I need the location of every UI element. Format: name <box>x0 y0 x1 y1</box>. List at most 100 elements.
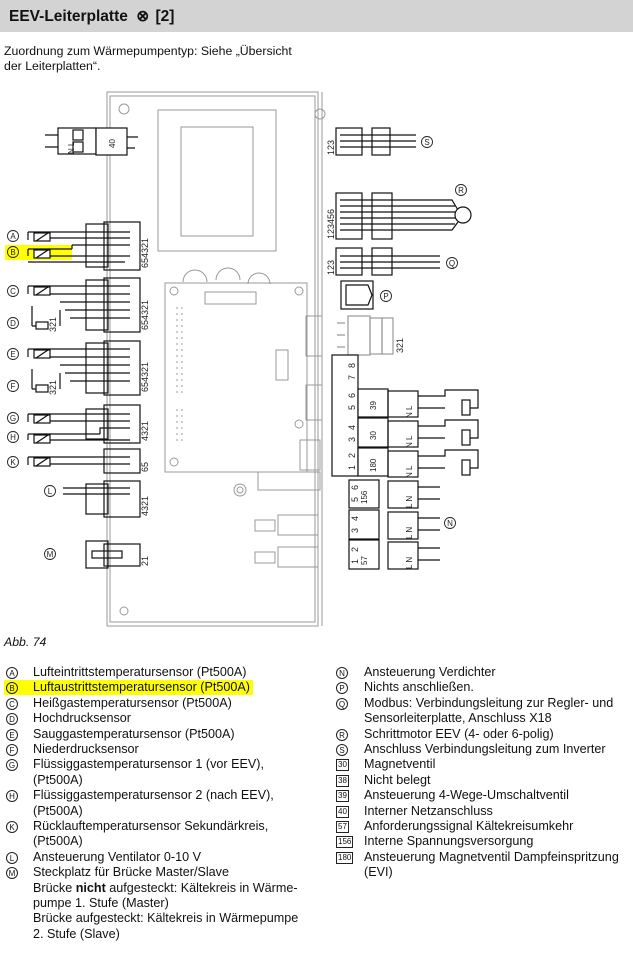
pcb-pad <box>181 427 183 429</box>
legend-marker-a: A <box>6 667 18 679</box>
pin-numbers-ef: 654321 <box>140 362 150 392</box>
legend-m-detail-line: Brücke nicht aufgesteckt: Kältekreis in … <box>33 881 298 896</box>
pin-numbers-sensor_d: 321 <box>48 317 58 332</box>
pcb-pad <box>176 385 178 387</box>
callout-label-n: N <box>447 519 453 528</box>
pcb-pad <box>176 415 178 417</box>
strip-pin-number: 6 <box>350 485 360 490</box>
legend-marker-n: N <box>336 667 348 679</box>
legend-m-detail-line: 2. Stufe (Slave) <box>33 926 120 941</box>
legend-item-text: Niederdrucksensor <box>33 742 139 756</box>
pcb-pad <box>176 439 178 441</box>
pcb-pad <box>176 409 178 411</box>
strip-pin-number: 8 <box>347 363 357 368</box>
pcb-pad <box>176 379 178 381</box>
legend-marker-l: L <box>6 851 18 864</box>
pcb-pad <box>181 331 183 333</box>
legend-item-text: Heißgastemperatursensor (Pt500A) <box>33 695 232 710</box>
legend-marker-f: F <box>6 744 18 756</box>
intro-line: Zuordnung zum Wärmepumpentyp: Siehe „Übe… <box>4 44 292 58</box>
legend-m-detail-line: pumpe 1. Stufe (Master) <box>33 896 169 910</box>
pcb-pad <box>181 361 183 363</box>
legend-marker-40: 40 <box>336 805 349 818</box>
pcb-pad <box>176 373 178 375</box>
pcb-pad <box>176 307 178 309</box>
callout-circle-p <box>380 290 392 302</box>
terminal-nl-label: N L <box>405 435 414 448</box>
callout-label-a: A <box>10 232 16 241</box>
terminal-id-156: 156 <box>360 490 369 504</box>
strip-pin-number: 1 <box>350 559 360 564</box>
title-ref: [2] <box>155 8 175 25</box>
pcb-pad <box>176 361 178 363</box>
strip-pin-number: 4 <box>350 516 360 521</box>
pin-numbers-r: 123456 <box>326 209 336 239</box>
callout-circle-q <box>446 257 458 269</box>
pcb-pad <box>176 427 178 429</box>
title-text: EEV-Leiterplatte <box>9 8 128 25</box>
callout-circle-m <box>44 548 56 560</box>
pin-numbers-q: 123 <box>326 260 336 275</box>
callout-circle-r <box>455 184 467 196</box>
pin-numbers-sensor_f: 321 <box>48 380 58 395</box>
legend-item-text: Schrittmotor EEV (4- oder 6-polig) <box>364 726 554 741</box>
legend-item-text: Ansteuerung Verdichter <box>364 665 496 679</box>
legend-item-text: Ansteuerung Magnetventil Dampfeinspritzu… <box>364 849 619 864</box>
pin-numbers-s: 123 <box>326 140 336 155</box>
legend-marker-c: C <box>6 697 18 710</box>
pin-numbers-grey: 321 <box>395 338 405 353</box>
callout-circle-e <box>7 348 19 360</box>
terminal-nl-label: N L <box>405 465 414 478</box>
strip-pin-number: 2 <box>347 453 357 458</box>
legend-marker-57: 57 <box>336 821 349 833</box>
board-outline <box>106 91 326 627</box>
terminal-id-30: 30 <box>369 431 378 440</box>
m-detail-post: aufgesteckt: Kältekreis in Wärme- <box>105 880 298 895</box>
pcb-pad <box>181 343 183 345</box>
pin-numbers-k: 65 <box>140 462 150 472</box>
callout-circle-s <box>421 136 433 148</box>
legend-item-text: Interne Spannungsversorgung <box>364 834 534 849</box>
strip-pin-number: 5 <box>350 497 360 502</box>
callout-label-k: K <box>10 458 16 467</box>
legend-marker-m: M <box>6 867 18 880</box>
callout-circle-h <box>7 431 19 443</box>
legend-item-text: Nichts anschließen. <box>364 680 474 695</box>
callout-label-c: C <box>10 287 16 296</box>
legend-marker-38: 38 <box>336 774 349 787</box>
callout-label-d: D <box>10 319 16 328</box>
eev-circuit-board-diagram: /* dots drawn below */ <box>5 91 479 627</box>
legend-item-text: Flüssiggastemperatursensor 1 (vor EEV), <box>33 757 264 772</box>
legend-item-text: Anforderungssignal Kältekreisumkehr <box>364 819 574 833</box>
pcb-dots: /* dots drawn below */ <box>176 307 183 441</box>
pcb-pad <box>176 433 178 435</box>
callout-circle-n <box>444 517 456 529</box>
legend-item-text: Interner Netzanschluss <box>364 803 493 818</box>
callout-label-q: Q <box>449 259 455 268</box>
legend-marker-e: E <box>6 728 18 741</box>
legend-marker-p: P <box>336 682 348 695</box>
legend-item-text: (Pt500A) <box>33 834 83 849</box>
legend-marker-39: 39 <box>336 790 349 803</box>
pcb-pad <box>181 373 183 375</box>
pcb-pad <box>176 337 178 339</box>
terminal-id-180: 180 <box>369 458 378 472</box>
legend-item-text: Anschluss Verbindungsleitung zum Inverte… <box>364 742 606 756</box>
legend-item-text: Ansteuerung 4-Wege-Umschaltventil <box>364 788 569 803</box>
callout-label-p: P <box>383 292 388 301</box>
legend-item-text: Magnetventil <box>364 757 436 772</box>
pcb-pad <box>176 391 178 393</box>
callout-circle-f <box>7 380 19 392</box>
terminal-id-39: 39 <box>369 401 378 410</box>
legend-item-text: (EVI) <box>364 865 393 880</box>
pcb-pad <box>181 379 183 381</box>
figure-caption: Abb. 74 <box>4 635 47 649</box>
callout-circle-a <box>7 230 19 242</box>
pcb-pad <box>176 319 178 321</box>
callout-label-g: G <box>10 414 16 423</box>
wiring <box>27 127 479 570</box>
pcb-pad <box>181 439 183 441</box>
pcb-pad <box>181 415 183 417</box>
legend-marker-r: R <box>336 728 348 741</box>
legend-item-text: Sauggastemperatursensor (Pt500A) <box>33 726 235 741</box>
